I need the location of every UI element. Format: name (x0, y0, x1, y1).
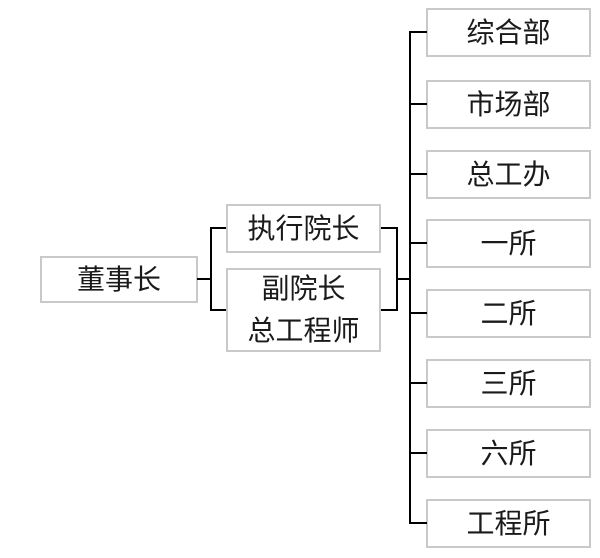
connector-main-spine (409, 31, 411, 524)
node-institute-1: 一所 (426, 219, 591, 268)
connector-stub-institute-2 (409, 312, 427, 314)
node-marketing-dept: 市场部 (426, 80, 591, 129)
connector-stub-institute-1 (409, 242, 427, 244)
node-executive-dean-label: 执行院长 (247, 212, 360, 244)
connector-stub-general-dept (409, 31, 427, 33)
node-chief-engineer-office-label: 总工办 (466, 158, 551, 190)
node-institute-6-label: 六所 (480, 437, 537, 469)
node-vice-dean-label: 副院长 (261, 273, 346, 304)
node-institute-2: 二所 (426, 289, 591, 338)
connector-left-bracket (210, 227, 212, 311)
connector-junction (396, 278, 411, 280)
node-engineering-institute-label: 工程所 (466, 507, 551, 539)
node-institute-3-label: 三所 (480, 367, 537, 399)
node-institute-1-label: 一所 (480, 227, 537, 259)
node-chairman-label: 董事长 (76, 263, 161, 295)
node-chairman: 董事长 (40, 256, 198, 303)
connector-stub-institute-6 (409, 452, 427, 454)
node-general-dept-label: 综合部 (466, 16, 551, 48)
node-executive-dean: 执行院长 (226, 204, 381, 253)
node-general-dept: 综合部 (426, 8, 591, 57)
connector-right-bracket (396, 227, 398, 311)
connector-to-vice-dean (210, 309, 226, 311)
connector-to-executive-dean (210, 227, 226, 229)
node-institute-6: 六所 (426, 429, 591, 478)
node-chief-engineer-label: 总工程师 (247, 315, 360, 346)
node-marketing-dept-label: 市场部 (466, 88, 551, 120)
connector-stub-engineering-institute (409, 522, 427, 524)
connector-executive-dean-out (381, 227, 398, 229)
node-institute-3: 三所 (426, 359, 591, 408)
node-engineering-institute: 工程所 (426, 499, 591, 548)
connector-root-out (197, 278, 212, 280)
connector-stub-marketing-dept (409, 103, 427, 105)
connector-stub-chief-engineer-office (409, 173, 427, 175)
node-institute-2-label: 二所 (480, 297, 537, 329)
connector-vice-dean-out (381, 309, 398, 311)
connector-stub-institute-3 (409, 382, 427, 384)
node-vice-dean-chief-engineer: 副院长 总工程师 (226, 268, 381, 352)
node-chief-engineer-office: 总工办 (426, 150, 591, 199)
